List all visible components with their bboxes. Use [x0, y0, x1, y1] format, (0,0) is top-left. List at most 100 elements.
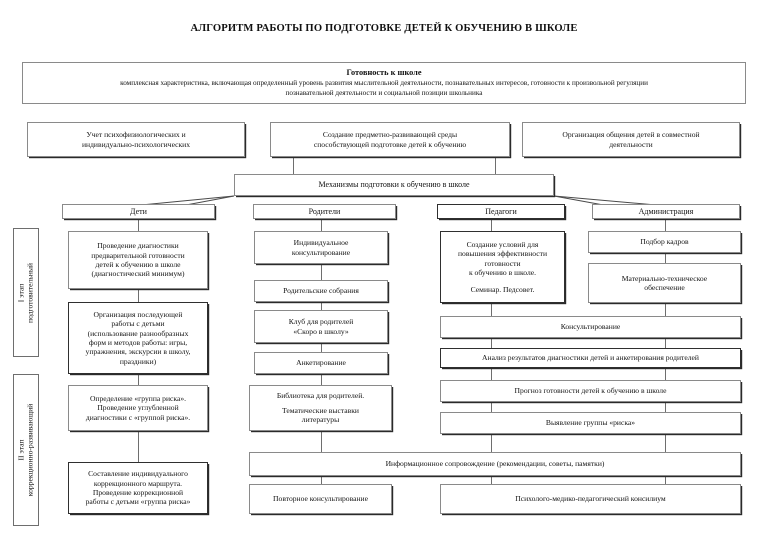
admin-item-2: Материально-техническое обеспечение	[588, 263, 741, 303]
teachers-item-1-line-3: готовности	[484, 258, 521, 268]
condition-box-3: Организация общения детей в совместной д…	[522, 122, 740, 157]
connector-cond2-to-mechanisms	[293, 157, 294, 175]
definition-heading: Готовность к школе	[346, 67, 422, 77]
info-support-box: Информационное сопровождение (рекомендац…	[249, 452, 741, 476]
children-item-3-line-3: диагностики с «группой риска».	[85, 412, 191, 422]
teachers-item-1-line-1: Создание условий для	[466, 239, 539, 249]
admin-item-1: Подбор кадров	[588, 231, 741, 253]
definition-line-2: познавательной деятельности и социальной…	[285, 88, 483, 97]
children-item-4-line-3: Проведение коррекционной	[92, 488, 184, 497]
connector-parents-header-to-item1	[321, 219, 322, 232]
children-item-1: Проведение диагностики предварительной г…	[68, 231, 208, 289]
connector-analysis-to-forecast-left	[491, 368, 492, 381]
children-item-2: Организация последующей работы с детьми …	[68, 302, 208, 374]
parents-item-6-line-1: Повторное консультирование	[273, 494, 368, 504]
page-title: АЛГОРИТМ РАБОТЫ ПО ПОДГОТОВКЕ ДЕТЕЙ К ОБ…	[190, 23, 578, 34]
parents-item-3: Клуб для родителей «Скоро в школу»	[254, 310, 388, 343]
connector-forecast-to-risk-right	[665, 402, 666, 413]
connector-admin-item2-to-consult	[665, 303, 666, 317]
connector-teachers-header-to-item1	[491, 219, 492, 232]
teachers-item-1: Создание условий для повышения эффективн…	[440, 231, 565, 303]
connector-consult-to-analysis-right	[665, 338, 666, 349]
column-header-teachers-label: Педагоги	[485, 206, 517, 216]
condition-3-line-1: Организация общения детей в совместной	[562, 130, 700, 140]
connector-analysis-to-forecast-right	[665, 368, 666, 381]
connector-parents-item2-to-item3	[321, 302, 322, 311]
admin-item-2-line-1: Материально-техническое	[621, 273, 708, 283]
connector-children-item3-to-item4	[138, 431, 139, 463]
parents-item-3-line-1: Клуб для родителей	[288, 317, 354, 327]
connector-teachers-item1-to-consult	[491, 303, 492, 317]
connector-parents-item1-to-item2	[321, 264, 322, 281]
parents-item-5-line-3: литературы	[301, 415, 340, 425]
wide-item-forecast: Прогноз готовности детей к обучению в шк…	[440, 380, 741, 402]
parents-item-6: Повторное консультирование	[249, 484, 392, 514]
connector-info-to-parents-item6	[321, 476, 322, 485]
definition-line-1: комплексная характеристика, включающая о…	[120, 79, 648, 88]
children-item-3-line-2: Проведение углубленной	[97, 403, 179, 413]
children-item-2-line-1: Организация последующей	[93, 309, 183, 319]
column-header-parents-label: Родители	[308, 206, 341, 216]
teachers-item-1-line-4: к обучению в школе.	[468, 268, 537, 278]
children-item-4-line-1: Составление индивидуального	[88, 469, 188, 479]
wide-item-forecast-label: Прогноз готовности детей к обучению в шк…	[514, 386, 667, 396]
children-item-2-line-4: форм и методов работы: игры,	[88, 338, 188, 347]
stage-label-2-text: II этап коррекционно-развивающий	[16, 404, 34, 496]
wide-item-risk-group: Выявление группы «риска»	[440, 412, 741, 434]
mechanisms-box: Механизмы подготовки к обучению в школе	[234, 174, 554, 196]
column-header-children: Дети	[62, 204, 215, 219]
children-item-2-line-5: упражнения, экскурсии в школу,	[85, 347, 191, 357]
children-item-4-line-4: работы с детьми «группа риска»	[85, 497, 191, 507]
children-item-2-line-3: (использование разнообразных	[87, 328, 189, 338]
wide-item-consilium-label: Психолого-медико-педагогический консилиу…	[515, 494, 666, 504]
children-item-4-line-2: коррекционного маршрута.	[93, 478, 183, 488]
connector-risk-to-info-right	[665, 434, 666, 453]
connector-parents-item4-to-item5	[321, 374, 322, 386]
column-header-parents: Родители	[253, 204, 396, 219]
condition-2-line-1: Создание предметно-развивающей среды	[322, 130, 458, 140]
children-item-1-line-4: (диагностический минимум)	[91, 269, 185, 279]
column-header-administration-label: Администрация	[638, 206, 694, 216]
connector-cond3-to-mechanisms	[495, 157, 496, 175]
wide-item-consilium: Психолого-медико-педагогический консилиу…	[440, 484, 741, 514]
wide-item-consulting-label: Консультирование	[560, 322, 621, 332]
parents-item-2: Родительские собрания	[254, 280, 388, 302]
parents-item-1: Индивидуальное консультирование	[254, 231, 388, 264]
connector-info-to-consilium-left	[491, 476, 492, 485]
column-header-administration: Администрация	[592, 204, 740, 219]
info-support-label: Информационное сопровождение (рекомендац…	[385, 459, 605, 469]
children-item-4: Составление индивидуального коррекционно…	[68, 462, 208, 514]
connector-admin-header-to-item1	[665, 219, 666, 232]
stage-1-name: подготовительный	[25, 262, 34, 323]
admin-item-1-line-1: Подбор кадров	[640, 237, 689, 247]
parents-item-1-line-1: Индивидуальное	[293, 238, 349, 248]
mechanisms-label: Механизмы подготовки к обучению в школе	[318, 180, 470, 189]
admin-item-2-line-2: обеспечение	[644, 283, 685, 292]
column-header-teachers: Педагоги	[437, 204, 565, 219]
teachers-item-1-line-5: Семинар. Педсовет.	[470, 284, 535, 294]
wide-item-consulting: Консультирование	[440, 316, 741, 338]
condition-3-line-2: деятельности	[609, 139, 653, 149]
parents-item-3-line-2: «Скоро в школу»	[293, 326, 349, 336]
connector-consult-to-analysis-left	[491, 338, 492, 349]
definition-box: Готовность к школе комплексная характери…	[22, 62, 746, 104]
connector-risk-to-info-left	[491, 434, 492, 453]
connector-children-item2-to-item3	[138, 374, 139, 386]
children-item-2-line-2: работы с детьми	[111, 319, 165, 329]
condition-1-line-2: индивидуально-психологических	[81, 139, 191, 149]
wide-item-analysis: Анализ результатов диагностики детей и а…	[440, 348, 741, 368]
connector-forecast-to-risk-left	[491, 402, 492, 413]
children-item-3: Определение «группа риска». Проведение у…	[68, 385, 208, 431]
condition-2-line-2: способствующей подготовке детей к обучен…	[313, 139, 467, 149]
teachers-item-1-line-2: повышения эффективности	[457, 249, 548, 259]
parents-item-1-line-2: консультирование	[291, 247, 351, 257]
children-item-3-line-1: Определение «группа риска».	[89, 393, 187, 403]
condition-1-line-1: Учет психофизиологических и	[86, 130, 186, 140]
stage-label-1: I этап подготовительный	[13, 228, 39, 357]
parents-item-4-line-1: Анкетирование	[296, 358, 346, 368]
parents-item-2-line-1: Родительские собрания	[283, 286, 359, 296]
children-item-2-line-6: праздники)	[119, 356, 157, 366]
connector-info-to-consilium-right	[665, 476, 666, 485]
column-header-children-label: Дети	[130, 206, 147, 216]
wide-item-risk-group-label: Выявление группы «риска»	[545, 418, 636, 428]
